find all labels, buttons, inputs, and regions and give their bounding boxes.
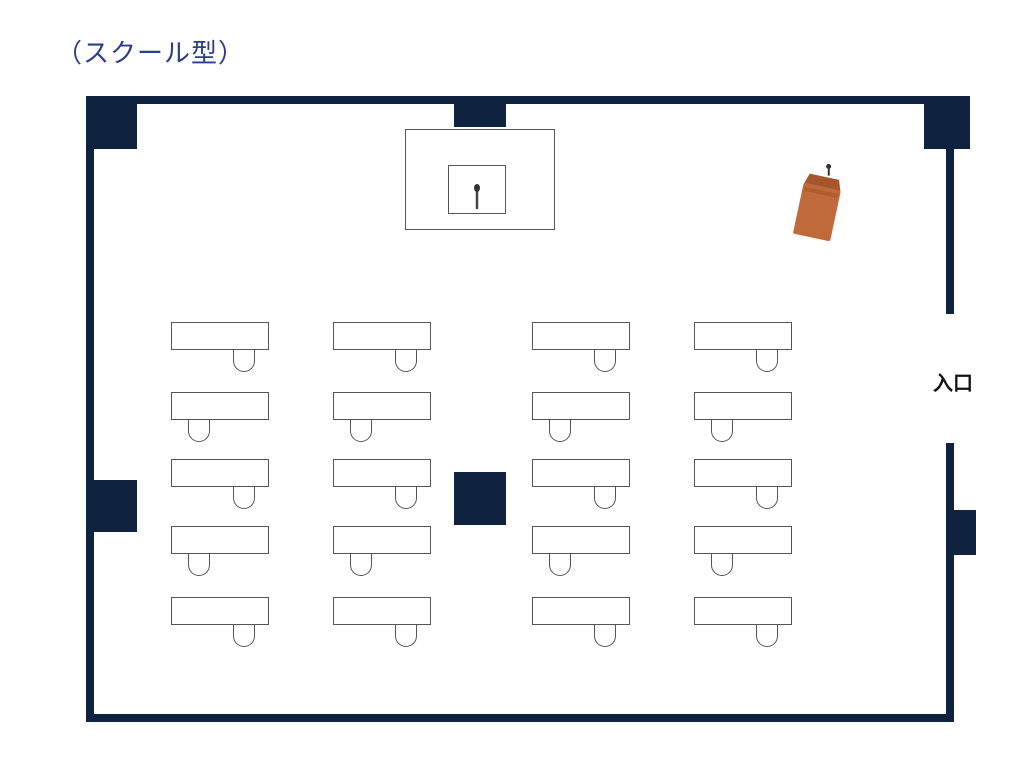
chair — [395, 350, 417, 372]
desk — [694, 597, 792, 625]
chair — [756, 487, 778, 509]
pillar-top-left — [86, 96, 137, 149]
mic-stand-table — [448, 165, 506, 214]
chair — [350, 420, 372, 442]
entrance-label: 入口 — [933, 371, 973, 395]
desk — [532, 459, 630, 487]
pillar-center — [454, 472, 506, 525]
desk — [694, 459, 792, 487]
chair — [233, 625, 255, 647]
desk — [171, 392, 269, 420]
microphone-icon — [474, 184, 480, 210]
chair — [594, 487, 616, 509]
wall-bottom — [86, 714, 954, 722]
chair — [756, 625, 778, 647]
wall-left — [86, 96, 94, 722]
chair — [594, 350, 616, 372]
pillar-top-right — [924, 96, 970, 149]
desk — [171, 526, 269, 554]
wall-right-lower — [946, 443, 954, 722]
podium-icon — [793, 163, 841, 241]
chair — [395, 625, 417, 647]
chair — [756, 350, 778, 372]
chair — [395, 487, 417, 509]
desk — [532, 322, 630, 350]
pillar-top-center — [454, 96, 506, 127]
desk — [333, 526, 431, 554]
desk — [532, 597, 630, 625]
chair — [188, 420, 210, 442]
chair — [711, 420, 733, 442]
desk — [694, 526, 792, 554]
chair — [711, 554, 733, 576]
chair — [350, 554, 372, 576]
chair — [188, 554, 210, 576]
chair — [549, 554, 571, 576]
desk — [333, 322, 431, 350]
chair — [549, 420, 571, 442]
chair — [594, 625, 616, 647]
pillar-left-middle — [86, 480, 137, 532]
chair — [233, 350, 255, 372]
desk — [532, 526, 630, 554]
desk — [171, 597, 269, 625]
wall-top — [86, 96, 970, 104]
desk — [333, 597, 431, 625]
desk — [532, 392, 630, 420]
wall-right-upper — [946, 96, 954, 314]
desk — [333, 392, 431, 420]
desk — [171, 459, 269, 487]
layout-title: （スクール型） — [56, 39, 246, 69]
desk — [694, 322, 792, 350]
chair — [233, 487, 255, 509]
pillar-right-middle — [946, 510, 976, 555]
desk — [694, 392, 792, 420]
desk — [333, 459, 431, 487]
desk — [171, 322, 269, 350]
